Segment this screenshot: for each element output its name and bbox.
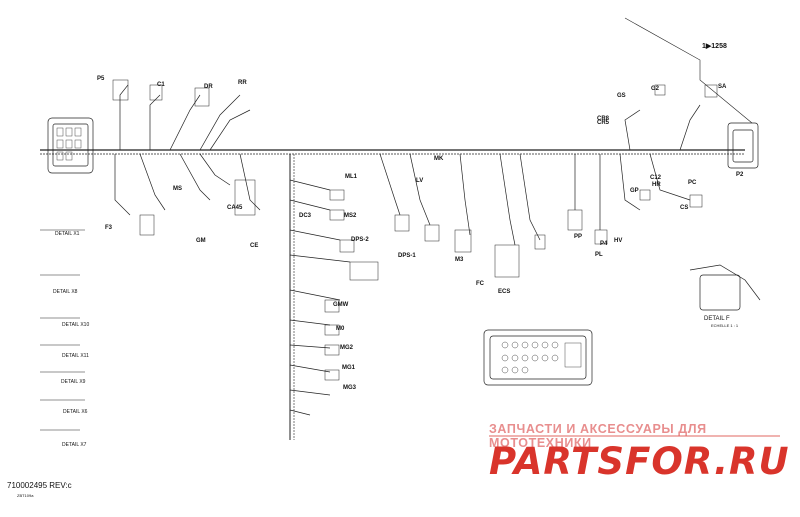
connector-label-mk: MK — [434, 156, 444, 162]
detail-label-x10: DETAIL X10 — [62, 322, 90, 328]
connector-label-dps1: DPS-1 — [398, 253, 416, 259]
connector-label-dps2: DPS-2 — [351, 237, 369, 243]
detail-label-x8: DETAIL X8 — [53, 289, 78, 295]
connector-label-mg3: MG3 — [343, 385, 357, 391]
connector-label-pc: PC — [688, 180, 697, 186]
connector-label-mg2: MG2 — [340, 345, 354, 351]
connector-label-gmw: GMW — [333, 302, 349, 308]
connector-label-pp: PP — [574, 234, 583, 240]
connector-label-cr5: CR5 — [597, 120, 610, 126]
connector-label-ecs: ECS — [498, 289, 511, 295]
connector-label-fc: FC — [476, 281, 484, 287]
connector-label-m3: M3 — [455, 257, 464, 263]
connector-label-p4: P4 — [600, 241, 608, 247]
detail-label-x9: DETAIL X9 — [61, 379, 86, 385]
connector-label-cr8: CR8 — [597, 116, 610, 122]
connector-label-p5: P5 — [97, 76, 105, 82]
connector-label-cs: CS — [680, 205, 689, 211]
detail-label-x7: DETAIL X7 — [62, 442, 87, 448]
connector-label-hr: HR — [652, 182, 661, 188]
detail-label-x6: DETAIL X6 — [63, 409, 88, 415]
connector-label-ml1: ML1 — [345, 174, 357, 180]
document-number: 710002495 REV:c — [7, 481, 72, 490]
connector-label-sa: SA — [718, 84, 727, 90]
connector-label-gm: GM — [196, 238, 206, 244]
detail-f-title: DETAIL F — [704, 316, 730, 322]
connector-label-ms2: MS2 — [344, 213, 357, 219]
connector-label-ce: CE — [250, 243, 259, 249]
document-sub-code: ZBT109a — [17, 493, 34, 498]
detail-label-x1: DETAIL X1 — [55, 231, 80, 237]
connector-label-c12: C12 — [650, 175, 662, 181]
watermark-tagline: ЗАПЧАСТИ И АКСЕССУАРЫ ДЛЯ МОТОТЕХНИКИ — [489, 422, 707, 450]
detail-f-scale: ECHELLE 1 : 1 — [711, 323, 739, 328]
connector-label-dc3: DC3 — [299, 213, 312, 219]
connector-label-gs: GS — [617, 93, 626, 99]
part-number-callout: 1▶1258 — [702, 43, 727, 50]
connector-label-ca45: CA45 — [227, 205, 243, 211]
detail-label-x11: DETAIL X11 — [62, 353, 89, 359]
connector-label-g2: G2 — [651, 86, 660, 92]
connector-label-dr: DR — [204, 84, 213, 90]
connector-label-p2: P2 — [736, 172, 744, 178]
connector-label-mg1: MG1 — [342, 365, 356, 371]
connector-label-hv: HV — [614, 238, 623, 244]
connector-label-gp: GP — [630, 188, 639, 194]
connector-label-rr: RR — [238, 80, 247, 86]
watermark-logo: PARTSFOR.RU — [489, 440, 790, 483]
connector-label-f3: F3 — [105, 225, 113, 231]
connector-label-c1: C1 — [157, 82, 165, 88]
connector-label-lv: LV — [416, 178, 424, 184]
connector-label-ms: MS — [173, 186, 182, 192]
connector-label-pl: PL — [595, 252, 603, 258]
connector-label-m0: M0 — [336, 326, 345, 332]
